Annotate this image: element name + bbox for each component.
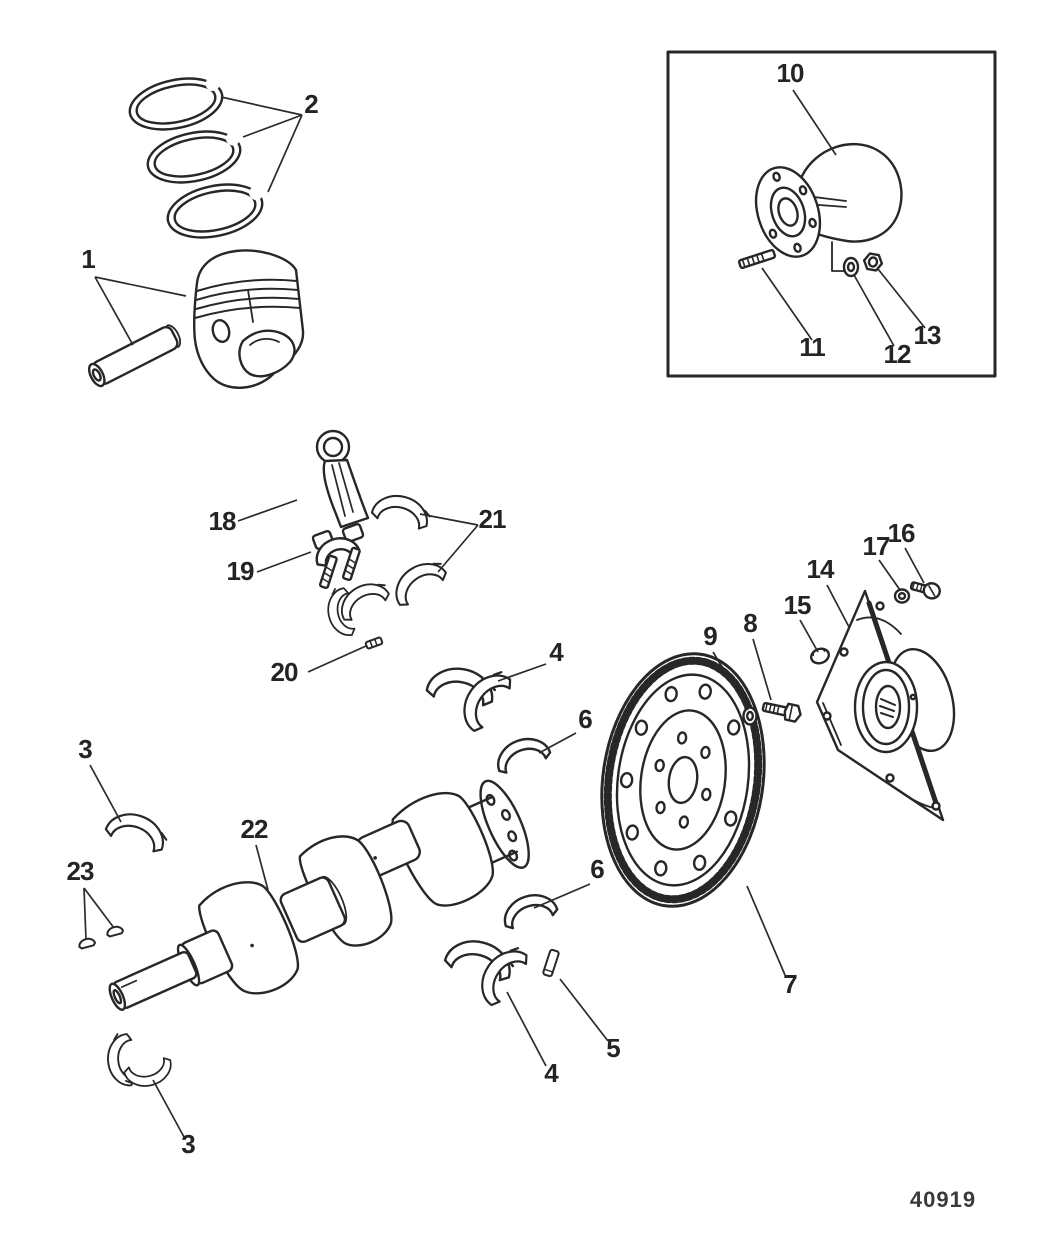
inset-box — [666, 50, 997, 378]
rod-dowel-drawing — [364, 636, 384, 650]
leader-line-rod-dowel — [307, 645, 367, 673]
end-cap-plug-15 — [810, 647, 830, 665]
callout-rod-bearings: 21 — [479, 504, 506, 534]
leader-line-flywheel — [746, 885, 786, 976]
callout-flywheel: 7 — [783, 969, 797, 999]
flywheel-bolt-8 — [761, 701, 802, 723]
lockwasher-9 — [742, 706, 758, 726]
piston-drawing — [192, 249, 305, 389]
leader-line-dowel-pin — [559, 978, 609, 1042]
callout-piston-rings: 2 — [304, 89, 318, 119]
callout-end-cap-plug: 15 — [784, 590, 811, 620]
leader-line-thrust-washer-lower — [533, 883, 591, 909]
leader-line-piston-and-pin — [94, 276, 187, 297]
callout-thrust-washer-upper: 6 — [578, 704, 592, 734]
leader-line-thrust-washer-upper — [538, 732, 577, 754]
main-bearing-4-upper — [424, 662, 516, 735]
main-bearing-3-front — [103, 805, 172, 856]
callout-rod-dowel: 20 — [271, 657, 298, 687]
thrust-washer-6-lower — [497, 887, 560, 932]
main-bearing-4-lower — [442, 933, 532, 1009]
coupler-washer-drawing — [842, 256, 860, 278]
rod-bearing-upper — [369, 489, 434, 532]
leader-line-flywheel-lockwasher — [712, 651, 749, 711]
end-cap-drawing — [815, 589, 956, 822]
leader-line-rod-bearings — [419, 513, 479, 526]
leader-line-coupler-nut — [877, 268, 926, 329]
callout-coupler-stud: 11 — [799, 332, 825, 362]
piston-rings-drawing — [128, 76, 264, 239]
callout-woodruff-keys: 23 — [67, 856, 94, 886]
leader-line-flywheel-bolt — [752, 638, 772, 701]
leader-line-rod-bearings — [437, 524, 479, 573]
leader-line-woodruff-keys — [83, 887, 87, 941]
dowel-pin-5-drawing — [542, 948, 560, 978]
leader-line-crankshaft — [255, 844, 269, 891]
leader-line-end-cap-plug — [799, 619, 819, 653]
leader-line-main-bearing-rear — [152, 1079, 185, 1138]
end-cap-screw-washer-17 — [893, 588, 911, 604]
rod-bearing-lower — [385, 552, 451, 610]
leader-line-coupler-washer — [853, 274, 895, 347]
connecting-rod-drawing — [311, 429, 370, 551]
callout-connecting-rod: 18 — [209, 506, 236, 536]
drawing-number: 40919 — [910, 1187, 976, 1212]
callout-piston-and-pin: 1 — [81, 244, 95, 274]
callout-main-bearing-upper: 4 — [549, 637, 564, 667]
callout-coupler-washer: 12 — [884, 339, 911, 369]
bearing-pair-below-cap — [323, 574, 393, 640]
main-bearing-3-rear — [104, 1032, 177, 1093]
coupler-nut-drawing — [862, 252, 884, 272]
leader-line-main-bearing-upper — [497, 663, 547, 682]
callout-main-bearing-lower: 4 — [544, 1058, 559, 1088]
leader-line-piston-rings — [267, 114, 303, 193]
callout-rod-cap: 19 — [227, 556, 254, 586]
rod-bolts-drawing — [318, 546, 361, 590]
callout-thrust-washer-lower: 6 — [590, 854, 604, 884]
leader-line-end-cap — [826, 584, 850, 628]
leader-line-piston-rings — [242, 114, 303, 138]
leader-line-coupler-stud — [761, 267, 813, 341]
callout-flywheel-lockwasher: 9 — [703, 621, 717, 651]
callout-flywheel-bolt: 8 — [743, 608, 757, 638]
callout-drive-coupler: 10 — [777, 58, 804, 88]
end-cap-screw-16 — [909, 581, 941, 600]
crankshaft-drawing — [108, 779, 530, 1011]
piston-pin-drawing — [87, 324, 182, 388]
callout-end-cap-screw: 16 — [888, 518, 915, 548]
thrust-washer-6-upper — [490, 730, 553, 776]
leader-line-end-cap-screw — [904, 547, 925, 584]
leader-line-connecting-rod — [237, 499, 298, 522]
callout-end-cap-screw-washer: 17 — [863, 531, 890, 561]
callout-coupler-nut: 13 — [914, 320, 941, 350]
callout-main-bearing-front: 3 — [78, 734, 92, 764]
callout-main-bearing-rear: 3 — [181, 1129, 195, 1159]
leader-line-main-bearing-lower — [506, 991, 547, 1067]
leader-line-end-cap-screw-washer — [878, 559, 901, 591]
flywheel-drawing — [600, 652, 766, 908]
leader-line-piston-and-pin — [94, 276, 134, 346]
leader-line-drive-coupler — [792, 89, 837, 156]
leader-line-woodruff-keys — [83, 887, 115, 929]
leader-line-piston-rings — [220, 96, 303, 116]
callout-end-cap: 14 — [807, 554, 835, 584]
drive-coupler-drawing — [754, 142, 903, 272]
leader-line-rod-cap — [256, 551, 312, 573]
callout-dowel-pin: 5 — [606, 1033, 620, 1063]
leader-line-main-bearing-front — [89, 764, 122, 823]
coupler-stud-drawing — [737, 248, 777, 270]
callout-crankshaft: 22 — [241, 814, 268, 844]
